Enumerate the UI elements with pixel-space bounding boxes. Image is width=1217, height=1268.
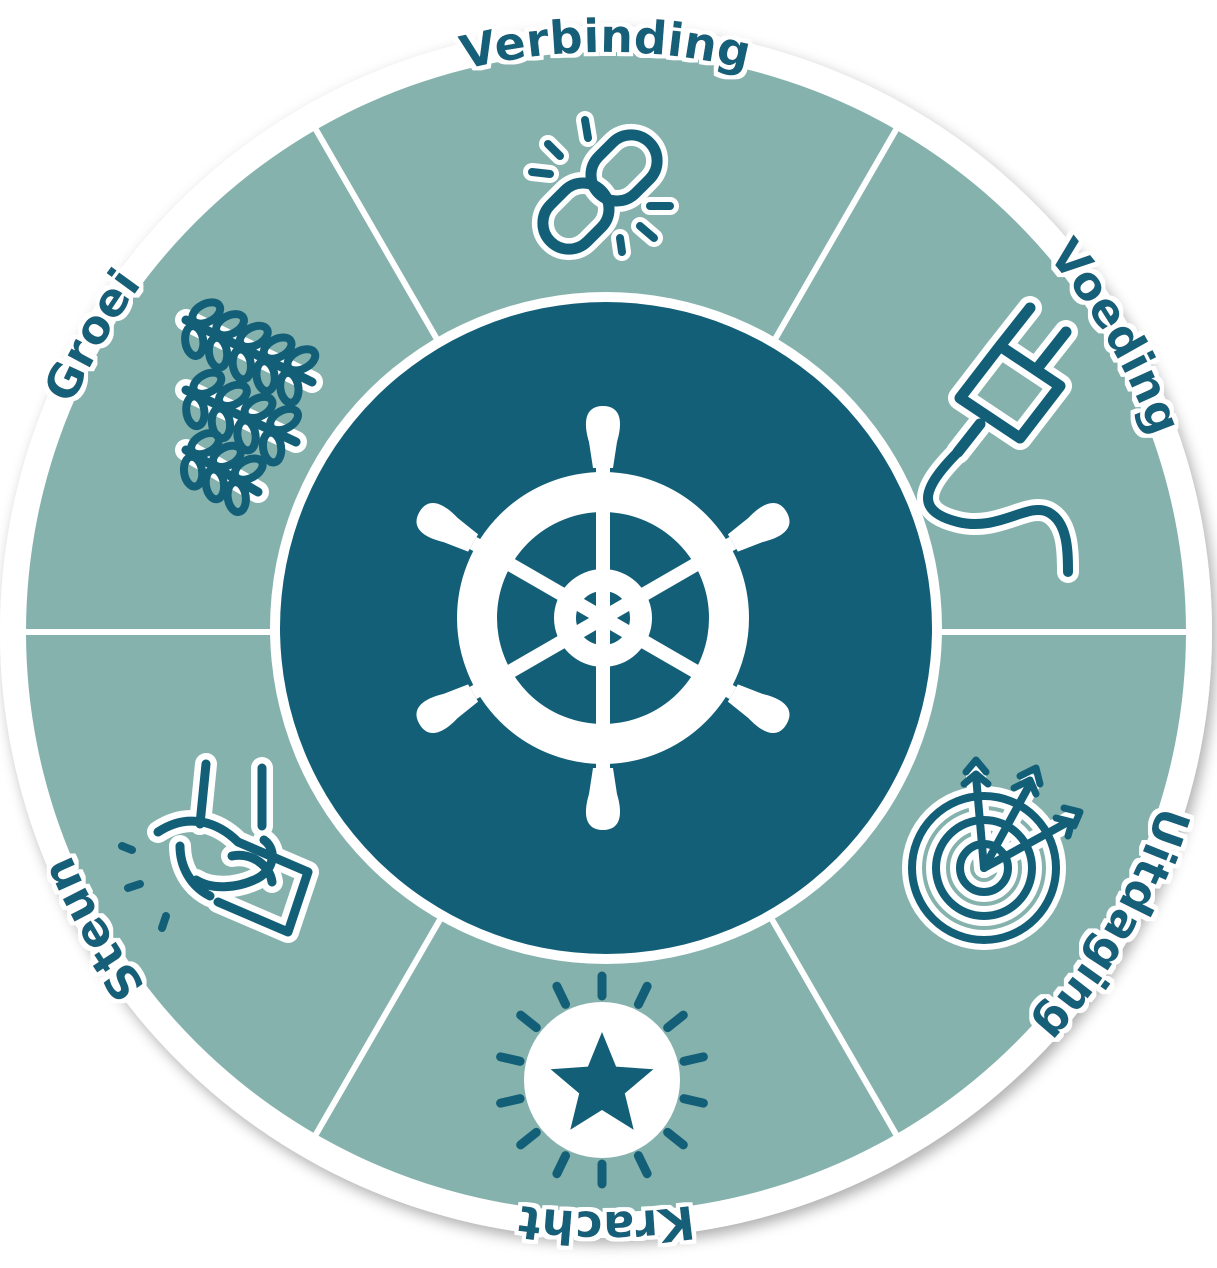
sprout-leaf bbox=[266, 404, 302, 435]
sprout-leaf bbox=[276, 368, 303, 407]
sprout-leaf bbox=[283, 345, 320, 375]
sprout-leaf bbox=[182, 392, 209, 431]
segment-divider bbox=[312, 126, 449, 357]
power-plug-icon bbox=[917, 296, 1079, 583]
star-burst-icon bbox=[496, 971, 708, 1189]
sprout-leaf bbox=[230, 454, 267, 484]
sprout-leaf bbox=[209, 441, 245, 471]
burst-ray bbox=[633, 1151, 652, 1179]
burst-ray bbox=[552, 981, 571, 1009]
sprout-leaf bbox=[181, 322, 208, 360]
segment-divider bbox=[763, 907, 900, 1138]
target-with-arrows-icon bbox=[902, 756, 1084, 950]
burst-ray bbox=[516, 1010, 541, 1033]
sprout-leaf bbox=[258, 428, 286, 467]
sprout-leaf bbox=[252, 357, 279, 396]
burst-ray bbox=[679, 1052, 708, 1066]
segment-label-kracht: Kracht bbox=[514, 1195, 698, 1255]
burst-ray bbox=[496, 1052, 525, 1066]
sprout-leaf bbox=[187, 429, 223, 459]
segment-dividers bbox=[24, 126, 1188, 1138]
sprout-leaf bbox=[223, 478, 250, 516]
burst-ray bbox=[552, 1151, 571, 1179]
sprout-leaf bbox=[233, 416, 260, 455]
segment-divider bbox=[763, 126, 900, 357]
burst-ray bbox=[516, 1127, 541, 1150]
sprout-leaf bbox=[201, 465, 229, 504]
sprout-leaf bbox=[212, 310, 248, 340]
burst-ray bbox=[663, 1010, 688, 1033]
burst-ray bbox=[663, 1127, 688, 1150]
burst-ray bbox=[679, 1094, 708, 1108]
sprout-leaf bbox=[189, 368, 226, 398]
ship-wheel-icon bbox=[416, 406, 790, 830]
plant-sprouts-icon bbox=[175, 298, 323, 516]
sprout-leaf bbox=[215, 380, 251, 410]
burst-ray bbox=[633, 981, 652, 1009]
chain-spark-lines bbox=[523, 111, 679, 261]
sprout-leaf bbox=[188, 298, 225, 328]
burst-ray bbox=[496, 1094, 525, 1108]
handshake-grip-icon bbox=[118, 753, 319, 943]
broken-chain-link-icon bbox=[531, 123, 669, 261]
sprout-leaf bbox=[207, 404, 235, 443]
sprout-leaf bbox=[179, 452, 207, 491]
sprout-leaf bbox=[228, 345, 255, 384]
sprout-leaf bbox=[240, 392, 277, 423]
segment-divider bbox=[312, 907, 449, 1138]
sprout-leaf bbox=[204, 333, 232, 372]
sprout-leaf bbox=[235, 321, 272, 352]
sprout-leaf bbox=[259, 333, 296, 363]
